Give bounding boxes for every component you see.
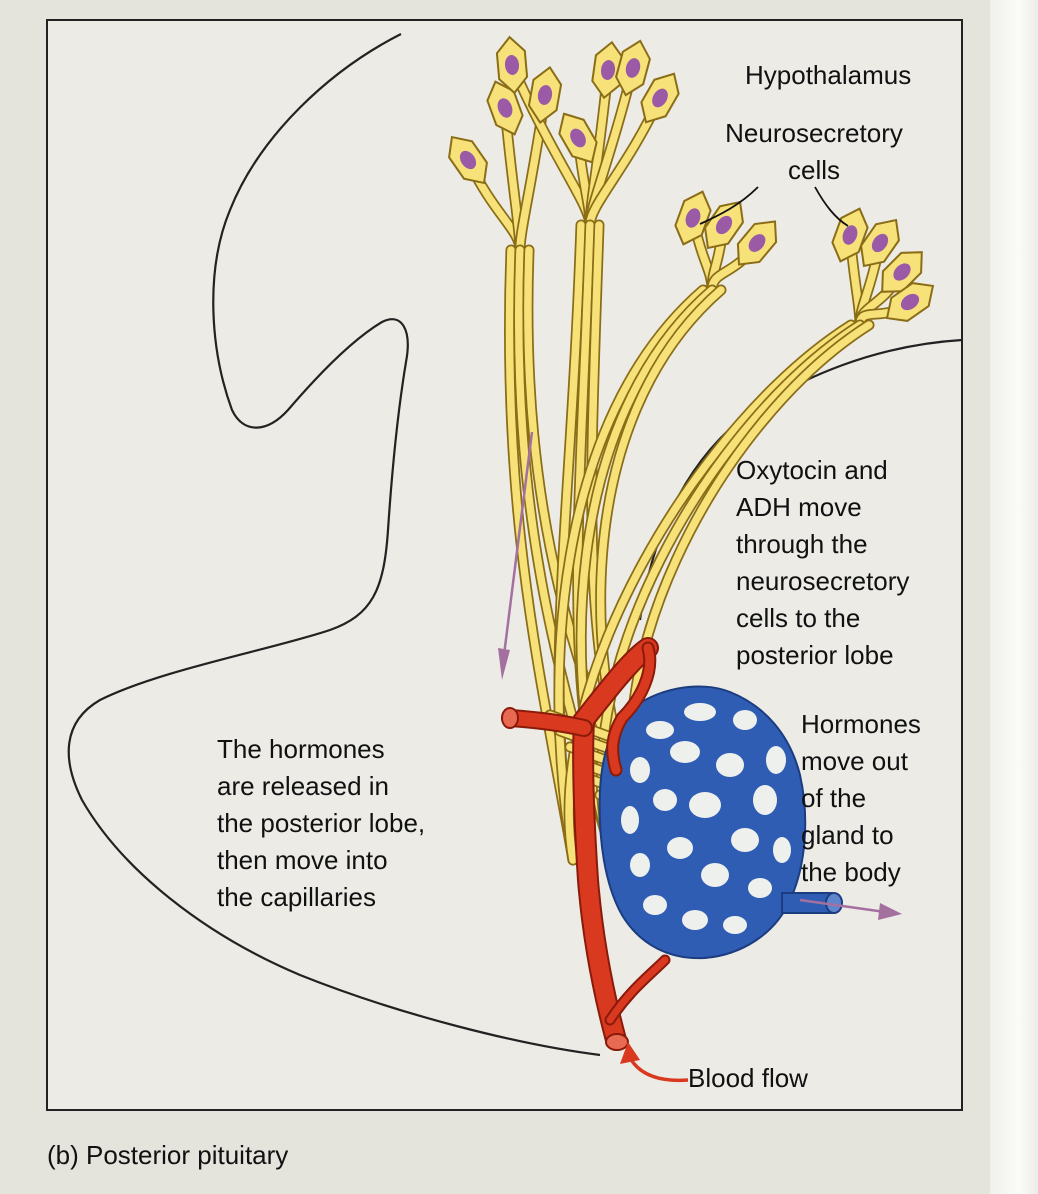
nucleus: [748, 234, 766, 252]
nucleus: [497, 98, 513, 118]
nucleus: [652, 88, 668, 108]
capillary-network: [598, 685, 843, 960]
hormones-released-line: The hormones: [217, 734, 385, 764]
neurosecretory-cell: [495, 35, 529, 95]
nucleus: [685, 208, 701, 228]
oxytocin-adh-line: posterior lobe: [736, 640, 894, 670]
neurosecretory-cell: [558, 112, 598, 164]
neurosecretory-cell: [640, 72, 680, 124]
nucleus: [504, 55, 520, 75]
blood-flow-arrow: [620, 1042, 689, 1083]
neurosecretory-cell: [527, 65, 563, 125]
axon-fiber: [565, 321, 855, 864]
page-edge: [990, 0, 1038, 1194]
oxytocin-adh-line: through the: [736, 529, 868, 559]
nucleus: [459, 150, 477, 170]
neurosecretory-cell: [615, 39, 651, 97]
hormones-out-line: of the: [801, 783, 867, 813]
artery-cut-end-top: [501, 707, 519, 729]
oxytocin-adh-line: ADH move: [736, 492, 862, 522]
oxytocin-adh-line: cells to the: [736, 603, 861, 633]
neurosecretory-cells-label: Neurosecretory cells: [703, 115, 925, 189]
neurosecretory-cell: [704, 200, 744, 250]
hormones-out-line: move out: [801, 746, 908, 776]
hormones-out-line: Hormones: [801, 709, 921, 739]
nucleus: [842, 225, 858, 245]
blood-flow-label: Blood flow: [688, 1063, 808, 1093]
neurosecretory-cell: [448, 135, 488, 185]
hormone-flow-arrow-down: [498, 431, 534, 680]
nucleus: [893, 263, 911, 281]
hormones-out-line: gland to: [801, 820, 894, 850]
neurosecretory-cell: [885, 282, 935, 322]
nucleus: [715, 215, 733, 235]
oxytocin-adh-label: Oxytocin and ADH move through the neuros…: [736, 452, 909, 674]
neurosecretory-cells-label-line: Neurosecretory: [725, 118, 903, 148]
axon-fiber: [555, 286, 707, 864]
neurosecretory-cell: [860, 218, 900, 268]
hormones-released-line: the posterior lobe,: [217, 808, 426, 838]
nucleus: [900, 293, 920, 311]
figure-caption: (b) Posterior pituitary: [47, 1140, 289, 1170]
nucleus: [600, 60, 616, 80]
nucleus: [537, 85, 553, 105]
neurosecretory-cell: [881, 251, 923, 293]
neurosecretory-leaders: [699, 186, 849, 227]
neurosecretory-cell: [674, 190, 712, 246]
artery-cut-end-bottom: [605, 1033, 629, 1051]
figure-frame: [46, 19, 963, 1111]
nucleus: [570, 128, 586, 148]
hormone-out-arrow: [799, 898, 902, 920]
hypothalamus-label: Hypothalamus: [745, 60, 912, 90]
hormones-released-line: the capillaries: [217, 882, 376, 912]
nucleus: [625, 58, 641, 78]
hormones-out-label: Hormones move out of the gland to the bo…: [801, 706, 921, 891]
hormones-released-line: then move into: [217, 845, 388, 875]
capillary-lumens: [621, 703, 791, 934]
oxytocin-adh-line: neurosecretory: [736, 566, 910, 596]
hormones-released-label: The hormones are released in the posteri…: [217, 731, 425, 916]
neurosecretory-cell: [736, 220, 778, 266]
nucleus: [871, 233, 889, 253]
oxytocin-adh-line: Oxytocin and: [736, 455, 888, 485]
hormones-released-line: are released in: [217, 771, 389, 801]
neurosecretory-cell: [591, 40, 625, 100]
neurosecretory-cells-label-line: cells: [787, 155, 840, 185]
hormones-out-line: the body: [801, 857, 901, 887]
